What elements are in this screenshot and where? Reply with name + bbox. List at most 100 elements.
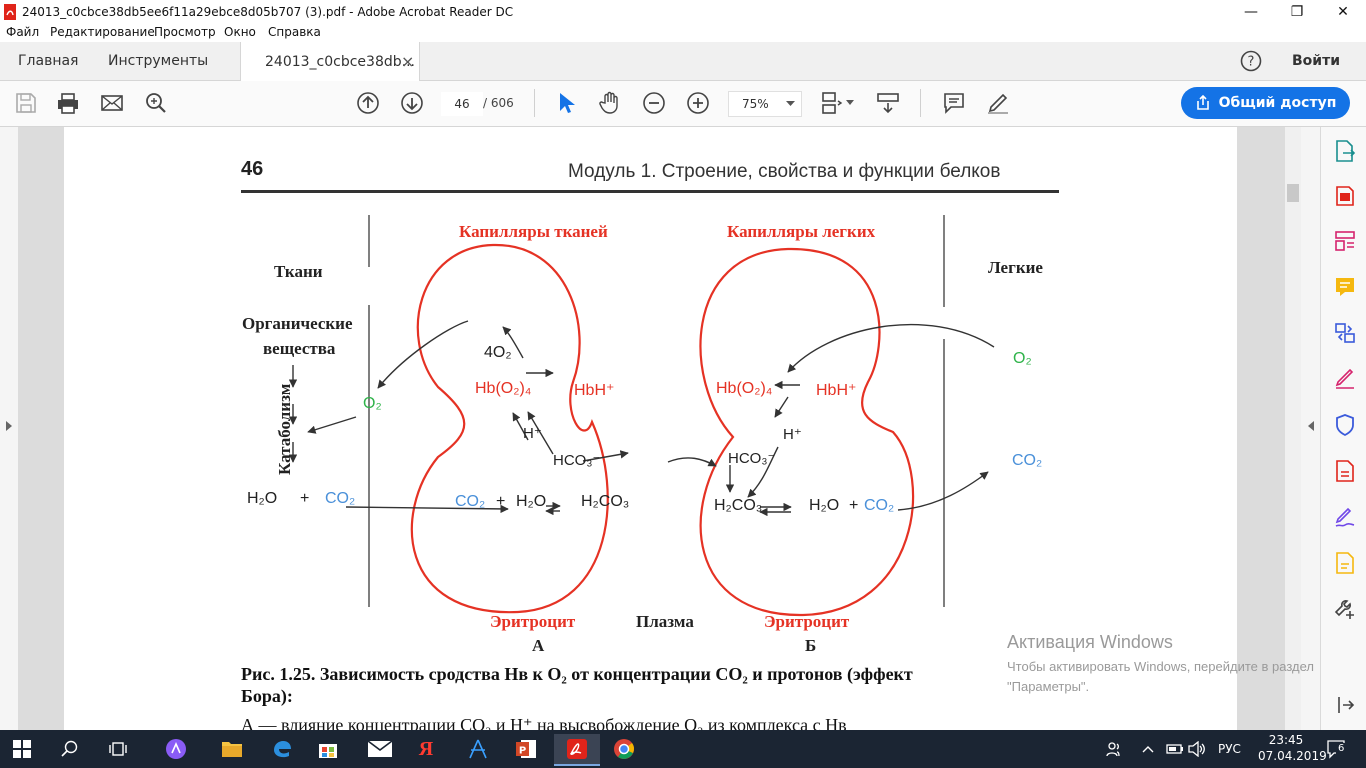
sign-in-button[interactable]: Войти bbox=[1292, 53, 1341, 69]
taskbar-mail[interactable] bbox=[358, 734, 402, 764]
a-h2co3-label: H₂CO₃ bbox=[581, 493, 630, 510]
scrollbar-thumb[interactable] bbox=[1287, 184, 1299, 202]
next-page-icon[interactable] bbox=[400, 91, 424, 115]
svg-text:P: P bbox=[519, 746, 526, 757]
document-view[interactable]: 46 Модуль 1. Строение, свойства и функци… bbox=[18, 127, 1285, 730]
start-button[interactable] bbox=[0, 734, 44, 764]
lung-o2-label: O₂ bbox=[1013, 350, 1032, 367]
select-cursor-icon[interactable] bbox=[554, 91, 578, 115]
sign-pen-icon[interactable] bbox=[1333, 505, 1357, 529]
taskbar-store[interactable] bbox=[306, 734, 350, 764]
search-icon[interactable] bbox=[144, 91, 168, 115]
a-hco3-label: HCO₃⁻ bbox=[553, 452, 601, 469]
fill-sign-icon[interactable] bbox=[1333, 367, 1357, 391]
b-hbo2-label: Hb(O₂)₄ bbox=[716, 380, 773, 397]
scroll-mode-icon[interactable] bbox=[876, 91, 900, 115]
left-panel-toggle[interactable] bbox=[0, 127, 18, 730]
menu-help[interactable]: Справка bbox=[268, 25, 321, 39]
h2o-label: H₂O bbox=[247, 490, 278, 507]
clock[interactable]: 23:45 07.04.2019 bbox=[1258, 732, 1327, 766]
tab-tools[interactable]: Инструменты bbox=[108, 53, 209, 69]
tab-close-icon[interactable]: × bbox=[401, 52, 415, 71]
share-button[interactable]: Общий доступ bbox=[1181, 87, 1350, 119]
volume-icon bbox=[1188, 741, 1205, 757]
expand-left-panel-icon[interactable] bbox=[6, 421, 12, 431]
chevron-up-icon bbox=[1142, 746, 1154, 753]
maximize-button[interactable]: ❐ bbox=[1290, 4, 1304, 20]
highlight-pen-icon[interactable] bbox=[986, 91, 1010, 115]
collapse-pane-icon[interactable] bbox=[1333, 693, 1357, 717]
erythrocyte-a-outline bbox=[410, 243, 609, 614]
taskbar-chrome[interactable] bbox=[602, 734, 646, 764]
protect-shield-icon[interactable] bbox=[1333, 413, 1357, 437]
windows-logo-icon bbox=[13, 740, 31, 758]
create-pdf-icon[interactable] bbox=[1333, 183, 1357, 207]
chrome-icon bbox=[614, 739, 634, 759]
figure-caption-line-1: Рис. 1.25. Зависимость сродства Нв к O₂ … bbox=[241, 664, 913, 684]
taskbar-powerpoint[interactable]: P bbox=[504, 734, 548, 764]
taskbar-search[interactable] bbox=[48, 734, 92, 764]
save-icon[interactable] bbox=[14, 91, 38, 115]
pdf-page: 46 Модуль 1. Строение, свойства и функци… bbox=[64, 127, 1237, 730]
tray-battery[interactable] bbox=[1166, 730, 1184, 768]
email-icon[interactable] bbox=[100, 91, 124, 115]
language-indicator[interactable]: РУС bbox=[1218, 742, 1241, 756]
mail-icon bbox=[368, 741, 392, 757]
tray-people[interactable] bbox=[1106, 730, 1122, 768]
tab-document-label: 24013_c0cbce38db... bbox=[265, 53, 415, 70]
page-number-input[interactable] bbox=[441, 92, 483, 116]
tab-home[interactable]: Главная bbox=[18, 53, 79, 69]
lungs-label: Легкие bbox=[988, 258, 1043, 277]
window-title: 24013_c0cbce38db5ee6f11a29ebce8d05b707 (… bbox=[22, 5, 514, 19]
alice-assistant[interactable] bbox=[154, 734, 198, 764]
toolbar: / 606 75% Общий доступ bbox=[0, 81, 1366, 127]
action-center[interactable]: 6 bbox=[1326, 730, 1347, 768]
chevron-down-icon bbox=[786, 101, 795, 106]
more-tools-icon[interactable] bbox=[1333, 597, 1357, 621]
edit-pdf-icon[interactable] bbox=[1333, 229, 1357, 253]
combine-files-icon[interactable] bbox=[1333, 321, 1357, 345]
tools-pane bbox=[1320, 127, 1366, 730]
taskbar-app-blue[interactable] bbox=[456, 734, 500, 764]
tray-volume[interactable] bbox=[1188, 730, 1206, 768]
comment-tool-icon[interactable] bbox=[1333, 275, 1357, 299]
clock-date: 07.04.2019 bbox=[1258, 749, 1327, 763]
zoom-in-icon[interactable] bbox=[686, 91, 710, 115]
print-icon[interactable] bbox=[56, 91, 80, 115]
chevron-down-icon[interactable] bbox=[846, 100, 854, 106]
page-fit-icon[interactable] bbox=[820, 91, 844, 115]
close-window-button[interactable]: ✕ bbox=[1337, 4, 1349, 20]
zoom-select[interactable]: 75% bbox=[728, 91, 802, 117]
send-for-review-icon[interactable] bbox=[1333, 551, 1357, 575]
tissue-capillaries-label: Капилляры тканей bbox=[459, 222, 608, 241]
clock-time: 23:45 bbox=[1268, 733, 1304, 747]
hand-tool-icon[interactable] bbox=[598, 91, 622, 115]
taskbar-edge[interactable] bbox=[260, 734, 304, 764]
people-icon bbox=[1106, 742, 1120, 757]
battery-icon bbox=[1166, 744, 1183, 754]
taskbar-acrobat-active[interactable] bbox=[554, 734, 600, 766]
plasma-label: Плазма bbox=[636, 612, 694, 631]
menu-edit[interactable]: Редактирование bbox=[50, 25, 155, 39]
comment-icon[interactable] bbox=[942, 91, 966, 115]
zoom-out-icon[interactable] bbox=[642, 91, 666, 115]
tray-overflow[interactable] bbox=[1142, 730, 1154, 768]
collapse-right-panel-icon[interactable] bbox=[1308, 421, 1314, 431]
prev-page-icon[interactable] bbox=[356, 91, 380, 115]
menu-view[interactable]: Просмотр bbox=[154, 25, 216, 39]
task-view-button[interactable] bbox=[96, 734, 140, 764]
export-pdf-red-icon[interactable] bbox=[1333, 459, 1357, 483]
a-hbo2-label: Hb(O₂)₄ bbox=[475, 380, 532, 397]
tab-document[interactable]: 24013_c0cbce38db... × bbox=[240, 42, 420, 81]
right-panel-toggle[interactable] bbox=[1301, 127, 1320, 730]
minimize-button[interactable]: — bbox=[1244, 4, 1258, 20]
o2-label: O₂ bbox=[363, 395, 382, 412]
taskbar-yandex[interactable]: Я bbox=[404, 734, 448, 764]
lung-co2-label: CO₂ bbox=[1012, 452, 1043, 469]
menu-file[interactable]: Файл bbox=[6, 25, 40, 39]
help-icon[interactable]: ? bbox=[1240, 50, 1262, 72]
export-pdf-icon[interactable] bbox=[1333, 139, 1357, 163]
menu-window[interactable]: Окно bbox=[224, 25, 256, 39]
vertical-scrollbar[interactable] bbox=[1285, 127, 1301, 730]
taskbar-explorer[interactable] bbox=[210, 734, 254, 764]
